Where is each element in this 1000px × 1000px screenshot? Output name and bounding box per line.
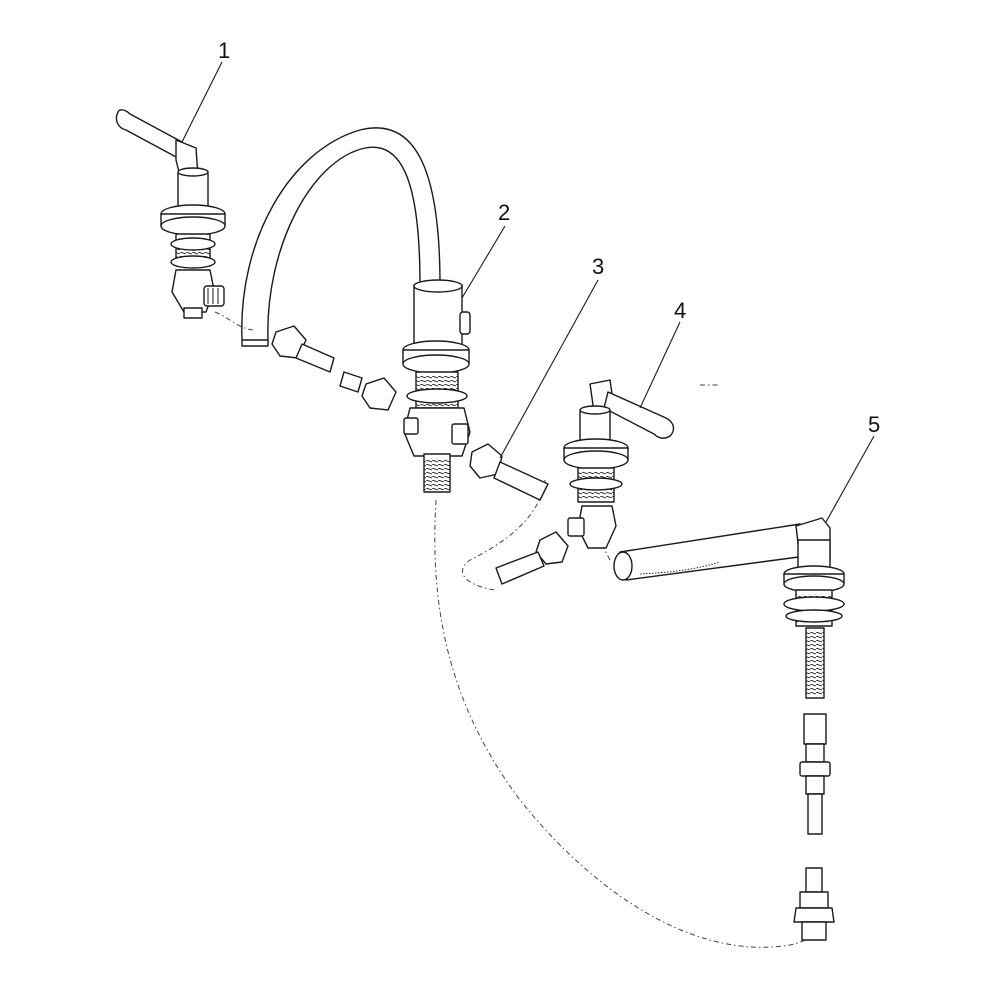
right-hose-connector [469,443,549,501]
callout-4: 4 [674,298,686,323]
callout-5: 5 [868,412,880,437]
right-handle-valve [563,379,675,549]
left-hose-connector [271,325,397,411]
callout-1: 1 [218,38,230,63]
leader-lines [181,61,875,523]
right-valve-supply [495,531,569,585]
side-spray [613,517,845,941]
callout-3: 3 [592,254,604,279]
hose-dashed-lines [214,311,827,948]
gooseneck-spout [241,127,471,493]
left-handle-valve [115,109,226,319]
callout-2: 2 [498,200,510,225]
